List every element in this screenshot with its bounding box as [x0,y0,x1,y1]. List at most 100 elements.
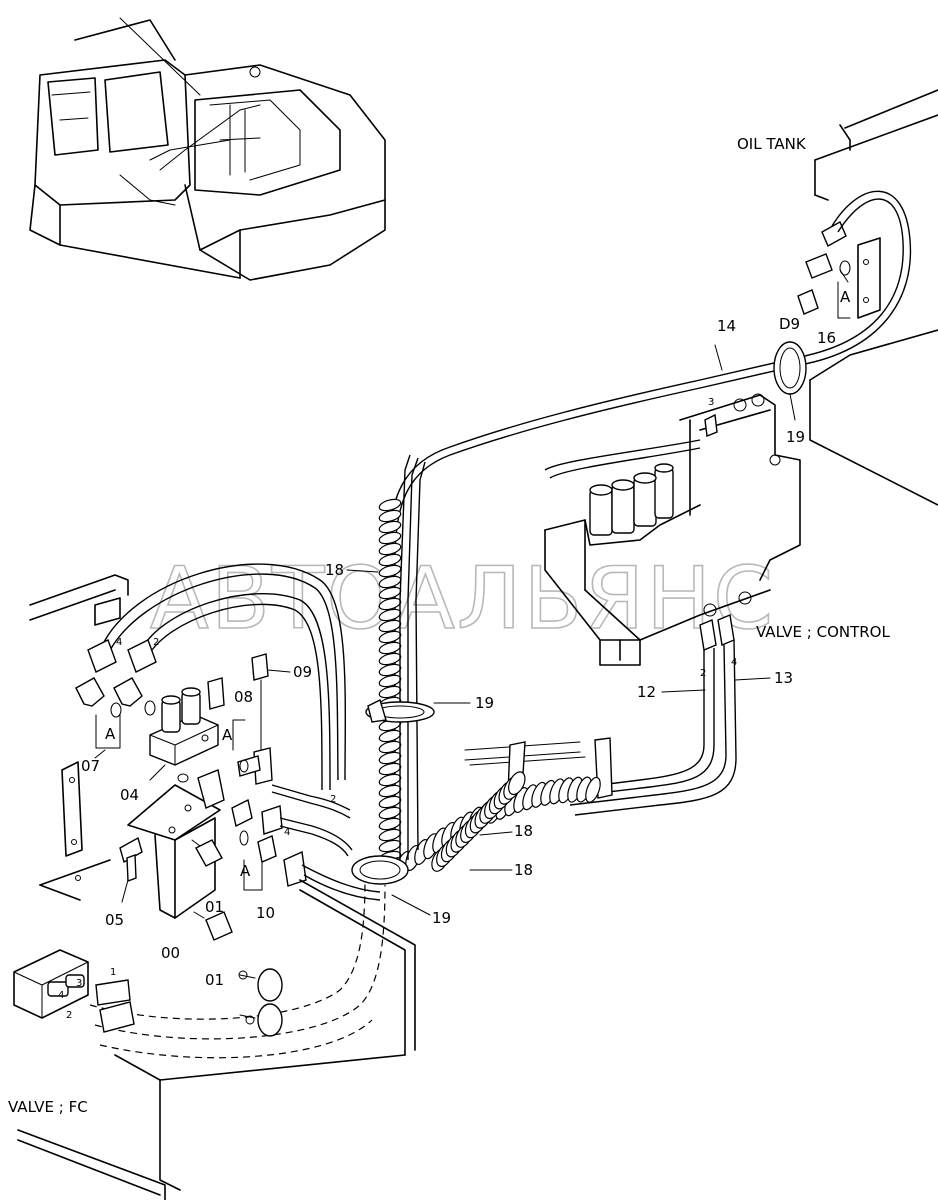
excavator-overview-inset [29,17,386,281]
callout-13: 13 [774,669,793,687]
hose-4-short-edge [279,825,349,857]
port-mark-3-cv: 3 [708,397,714,408]
pilot-hose-cv-top [544,439,701,471]
hose-loop-outer [99,563,347,781]
control-valve-body [544,393,801,666]
fitting-10 [231,798,277,891]
tee-fitting [177,769,225,809]
port-mark-1-fc: 1 [110,967,116,978]
port-mark-2-left: 2 [153,637,159,648]
hose-2-short-edge [271,791,351,819]
spiral-coil [378,542,402,556]
leader-09 [267,669,291,673]
leader-04 [149,764,166,781]
floor-panel [17,879,416,1200]
watermark: АВТОАЛЬЯНС [150,549,775,649]
port-mark-2-fc: 2 [66,1010,72,1021]
hose-lower-a [301,864,381,893]
spiral-coil [378,553,402,567]
hoses-12-13 [559,614,737,816]
callout-09: 09 [293,663,312,681]
bolt-05 [119,836,143,882]
port-mark-2-cv: 2 [700,668,706,679]
pipe-clamps-lower [238,968,283,1037]
clamp-19-upper [773,341,807,421]
spiral-coil [378,498,402,512]
label-oil-tank: OIL TANK [737,135,807,153]
leader-05 [121,879,129,903]
spiral-coil [585,776,601,803]
callout-19-upper: 19 [786,428,805,446]
hose-vertical-a [399,454,411,860]
hose-14 [394,190,912,830]
leader-18-mid [479,831,513,836]
callout-a-08: A [222,726,233,744]
leader-14 [714,344,723,371]
pilot-hose-cv-top-2 [549,447,701,479]
left-bracket-panel [29,574,129,901]
hose-lower-end-fitting [283,850,307,887]
label-valve-control: VALVE ; CONTROL [756,623,890,641]
oil-tank-outline [809,89,938,506]
spiral-coil [378,520,402,534]
solenoid-valve-04 [149,687,219,766]
callout-d9: D9 [779,315,800,333]
label-valve-fc: VALVE ; FC [8,1098,88,1116]
leader-18-upper [346,569,379,573]
port-mark-4-hose: 4 [284,827,290,838]
port-mark-4-left: 4 [116,637,122,648]
hose-vertical-b [407,457,419,860]
hose-lower-b [303,874,381,901]
hose-2-short [271,784,351,811]
hose-4-end-fitting [261,805,283,835]
fc-valve-body [13,949,135,1033]
port-mark-2-hose: 2 [330,794,336,805]
hose-14-edge [387,198,904,830]
hidden-pipe-c [99,1019,373,1059]
fitting-08 [207,677,273,785]
bracket-08 [232,719,246,751]
hose-vertical-c [415,461,426,851]
spiral-coil [508,771,526,796]
callout-18-upper: 18 [325,561,344,579]
callout-01-lower: 01 [205,971,224,989]
hose-end-fittings-left [87,639,157,673]
port-mark-3-fc: 3 [76,978,82,989]
callout-08: 08 [234,688,253,706]
leader-19-lower [391,894,431,916]
bolt-01-lower [193,911,233,941]
hose-4-short [279,817,353,851]
callout-14: 14 [717,317,736,335]
hose-loop-inner-edge [147,603,323,791]
callout-01-upper: 01 [205,898,224,916]
callout-18-mid: 18 [514,822,533,840]
hose-loop-outer-edge [107,573,339,781]
callout-a-tank: A [840,288,851,306]
callout-00: 00 [161,944,180,962]
callout-04: 04 [120,786,139,804]
port-mark-4-fc: 4 [58,990,64,1001]
callout-10: 10 [256,904,275,922]
callout-a-07: A [105,725,116,743]
bolt-01-upper [191,839,223,867]
clamp-19-lower [351,855,409,885]
leader-12 [661,689,706,693]
callout-19-mid: 19 [475,694,494,712]
spiral-coil [378,509,402,523]
hidden-pipe-a [89,879,366,1020]
callout-19-lower: 19 [432,909,451,927]
callout-05: 05 [105,911,124,929]
callout-12: 12 [637,683,656,701]
clamp-19-middle [365,699,435,723]
callout-07: 07 [81,757,100,775]
leader-07 [94,749,106,759]
fitting-09 [251,653,269,681]
spiral-coil [378,531,402,545]
hidden-pipe-b [94,884,386,1040]
port-mark-4-cv: 4 [731,657,737,668]
callout-16: 16 [817,329,836,347]
hose-loop-inner [139,592,331,791]
elbow-fittings-07 [75,677,156,749]
callout-a-10: A [240,862,251,880]
